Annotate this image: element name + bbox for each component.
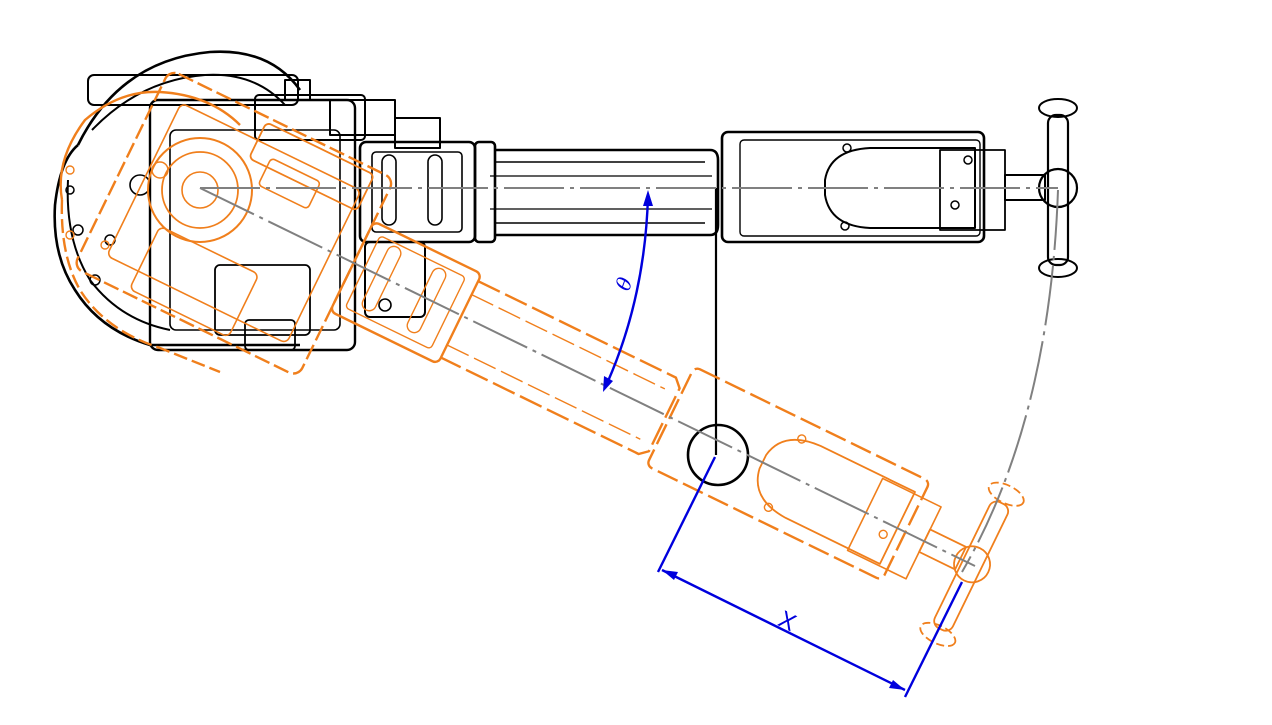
distance-dimension-line [661, 568, 906, 692]
angle-arc [603, 195, 650, 389]
centerlines [199, 187, 1059, 573]
swing-arc [961, 189, 1059, 573]
angle-arrow-bottom [603, 376, 613, 392]
distance-arrow-left [662, 570, 678, 580]
dimension-extension-right [903, 581, 964, 698]
distance-arrow-right [889, 680, 905, 690]
dimension-annotations [603, 190, 964, 698]
distance-label: X [774, 606, 800, 637]
rotated-centerline [199, 187, 976, 567]
angle-label: θ [611, 274, 638, 294]
angle-arrow-top [643, 190, 653, 206]
rotated-arm [59, 71, 1025, 647]
dimension-extension-left [656, 456, 717, 573]
